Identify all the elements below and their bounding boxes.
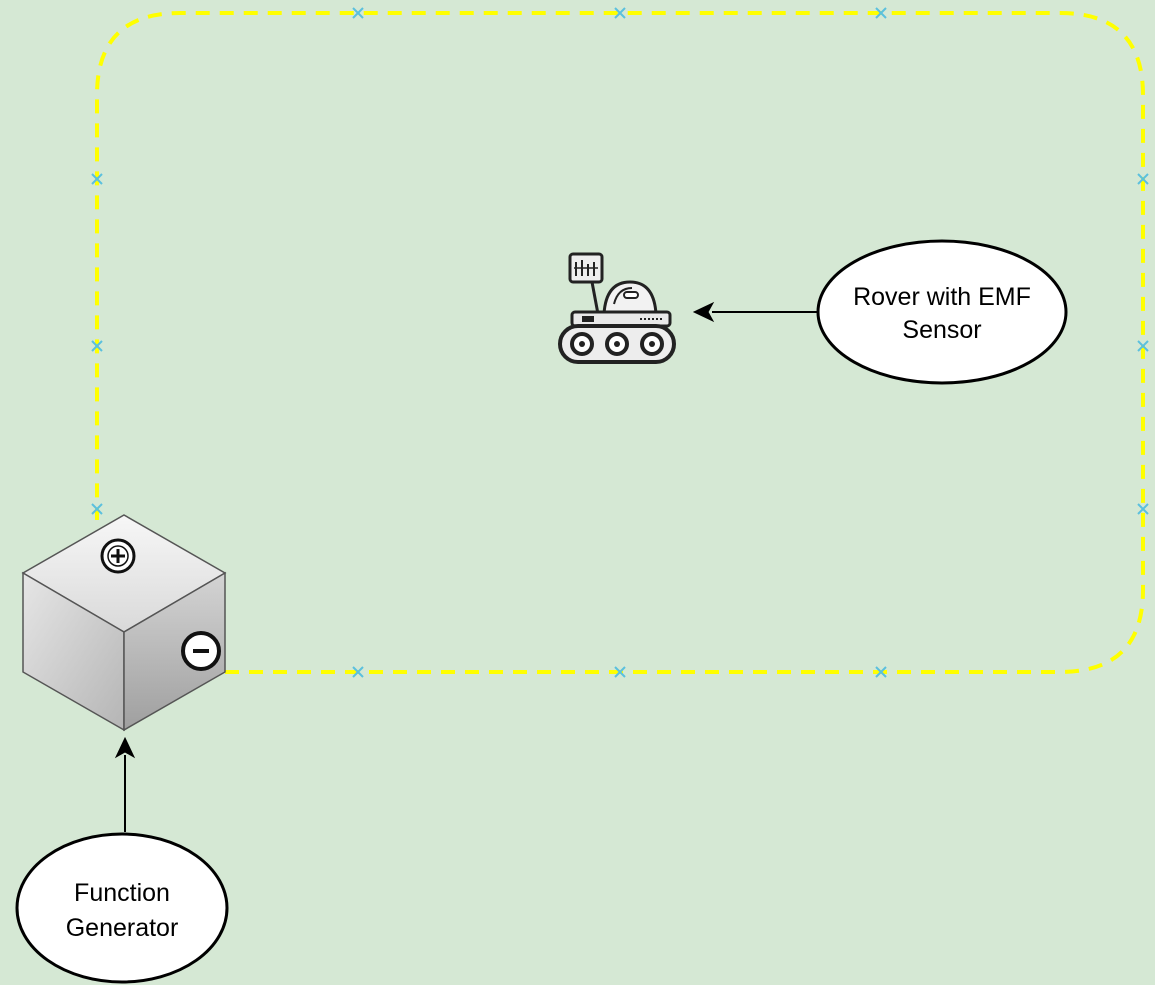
connection-point-marker <box>875 666 887 678</box>
connection-point-marker <box>1137 173 1149 185</box>
connection-point-marker <box>875 7 887 19</box>
rover-label-line-1: Rover with EMF <box>853 283 1031 311</box>
function-generator-label-line-1: Function <box>74 879 170 907</box>
battery-cube-icon[interactable] <box>21 514 227 732</box>
rover-label-line-2: Sensor <box>902 316 981 344</box>
rover-arrow[interactable] <box>692 301 818 323</box>
connection-points <box>91 7 1149 678</box>
rover-icon[interactable] <box>558 252 676 364</box>
plus-terminal-icon[interactable] <box>100 538 136 574</box>
connection-point-marker <box>91 340 103 352</box>
connection-point-marker <box>91 173 103 185</box>
connection-point-marker <box>352 666 364 678</box>
connection-point-marker <box>614 666 626 678</box>
connection-point-marker <box>1137 503 1149 515</box>
function-generator-label-line-2: Generator <box>66 914 179 942</box>
connection-point-marker <box>352 7 364 19</box>
connection-point-marker <box>1137 340 1149 352</box>
function-generator-label-node[interactable]: Function Generator <box>15 832 229 984</box>
connection-point-marker <box>614 7 626 19</box>
function-generator-arrow[interactable] <box>114 736 136 832</box>
rover-label-node[interactable]: Rover with EMF Sensor <box>816 239 1068 385</box>
minus-terminal-icon[interactable] <box>181 631 221 671</box>
connection-point-marker <box>91 503 103 515</box>
wire-loop[interactable] <box>95 11 1145 674</box>
